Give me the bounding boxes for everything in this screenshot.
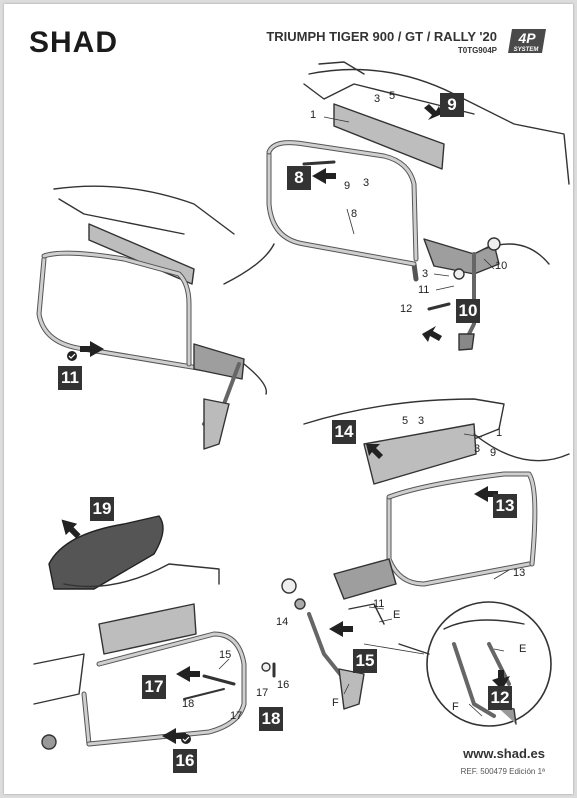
detail-label-F: F — [452, 701, 459, 713]
part-label-13: 13 — [513, 567, 526, 579]
part-label-18: 18 — [182, 698, 195, 710]
step-badge-17: 17 — [142, 675, 166, 699]
part-label-1: 1 — [496, 427, 503, 439]
detail-zoom-step-12 — [398, 601, 552, 727]
part-label-5: 5 — [402, 415, 409, 427]
arrow-step-11 — [80, 341, 104, 357]
step-badge-13: 13 — [493, 494, 517, 518]
part-label-11: 11 — [373, 598, 385, 610]
part-label-E: E — [393, 609, 401, 621]
badge-text-top: 4P — [517, 30, 536, 46]
part-label-5: 5 — [389, 90, 396, 102]
part-label-17: 17 — [256, 687, 269, 699]
part-label-9: 9 — [344, 180, 351, 192]
part-label-8: 8 — [351, 208, 358, 220]
step-badge-16: 16 — [173, 749, 197, 773]
torque-check-icon — [67, 351, 77, 361]
torque-check-icon — [181, 734, 191, 744]
model-title: TRIUMPH TIGER 900 / GT / RALLY '20 — [266, 29, 497, 44]
instruction-page: SHAD TRIUMPH TIGER 900 / GT / RALLY '20 … — [4, 4, 573, 794]
part-label-16: 16 — [277, 679, 290, 691]
part-label-3: 3 — [374, 93, 381, 105]
part-label-17: 17 — [230, 710, 243, 722]
arrow-step-8 — [312, 168, 336, 184]
part-label-11: 11 — [418, 284, 430, 296]
product-code: T0TG904P — [457, 46, 497, 55]
arrow-step-10 — [422, 326, 442, 342]
part-label-F: F — [332, 697, 339, 709]
part-label-9: 9 — [490, 447, 497, 459]
step-badge-10: 10 — [456, 299, 480, 323]
arrow-step-15 — [329, 621, 353, 637]
arrow-step-13 — [474, 486, 498, 502]
detail-label-E: E — [519, 643, 527, 655]
badge-text-bottom: SYSTEM — [514, 47, 540, 53]
part-leader-lines — [218, 116, 510, 717]
step-badge-11: 11 — [58, 366, 82, 390]
step-badge-14: 14 — [332, 420, 356, 444]
brand-logo: SHAD — [29, 26, 119, 59]
part-label-14: 14 — [276, 616, 289, 628]
arrow-step-9 — [424, 104, 442, 120]
website: www.shad.es — [463, 746, 545, 761]
part-label-1: 1 — [310, 109, 317, 121]
step-badge-15: 15 — [353, 649, 377, 673]
part-label-10: 10 — [495, 260, 508, 272]
arrow-step-17 — [176, 666, 200, 682]
direction-arrows — [61, 104, 510, 744]
part-label-3: 3 — [363, 177, 370, 189]
step-badge-19: 19 — [90, 497, 114, 521]
step-badge-8: 8 — [287, 166, 311, 190]
diagram-step-15-19 — [33, 515, 276, 750]
diagram-step-11 — [36, 185, 275, 450]
diagram-step-12-13-14 — [281, 398, 538, 710]
part-label-15: 15 — [219, 649, 232, 661]
arrow-step-14 — [366, 444, 383, 459]
part-label-3: 3 — [418, 415, 425, 427]
diagram-step-8-9-10 — [266, 61, 570, 351]
arrow-detail-12 — [492, 670, 510, 690]
4p-system-badge: 4P SYSTEM — [508, 29, 546, 53]
arrow-step-19 — [61, 519, 81, 539]
step-badge-18: 18 — [259, 707, 283, 731]
part-label-3: 3 — [474, 443, 481, 455]
assembly-illustrations — [33, 61, 570, 750]
arrow-step-16 — [162, 728, 186, 744]
reference-edition: REF. 500479 Edición 1ª — [460, 767, 545, 776]
step-badge-12: 12 — [488, 686, 512, 710]
part-label-12: 12 — [400, 303, 413, 315]
step-badge-9: 9 — [440, 93, 464, 117]
part-label-3: 3 — [422, 268, 429, 280]
